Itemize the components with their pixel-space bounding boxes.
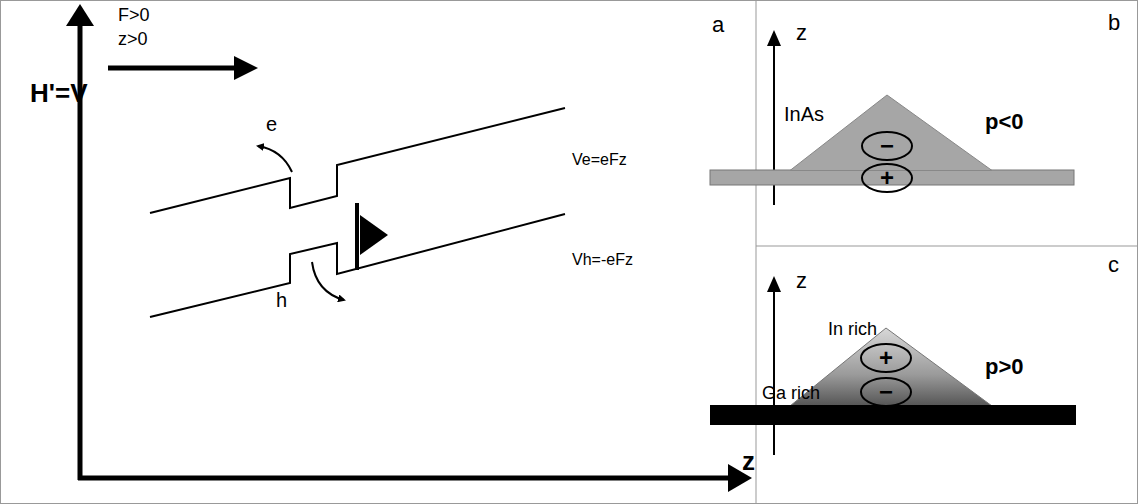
material-label: InAs (784, 104, 824, 124)
composition-label: Ga rich (762, 384, 820, 402)
panel-letter: a (712, 14, 724, 36)
panel-letter: b (1108, 12, 1120, 34)
panel-letter: c (1108, 254, 1119, 276)
carrier-label: e (266, 114, 277, 134)
charge-sign: + (879, 346, 893, 370)
charge-ellipse: + (860, 343, 912, 373)
axis-label: z (796, 22, 807, 44)
charge-ellipse: + (861, 163, 913, 193)
axis-label: z (742, 448, 755, 474)
dipole-sign: p>0 (985, 356, 1024, 378)
dipole-sign: p<0 (985, 111, 1024, 133)
field-condition: F>0 (118, 6, 150, 24)
axis-label: z (796, 270, 807, 292)
potential-label: Ve=eFz (572, 152, 627, 168)
position-condition: z>0 (118, 30, 148, 48)
axis-title: H'=V (30, 80, 87, 106)
charge-ellipse: − (860, 377, 912, 407)
charge-sign: + (880, 166, 894, 190)
carrier-label: h (276, 290, 287, 310)
charge-sign: − (880, 134, 894, 158)
composition-label: In rich (828, 320, 877, 338)
potential-label: Vh=-eFz (572, 252, 633, 268)
charge-ellipse: − (861, 131, 913, 161)
charge-sign: − (879, 380, 893, 404)
